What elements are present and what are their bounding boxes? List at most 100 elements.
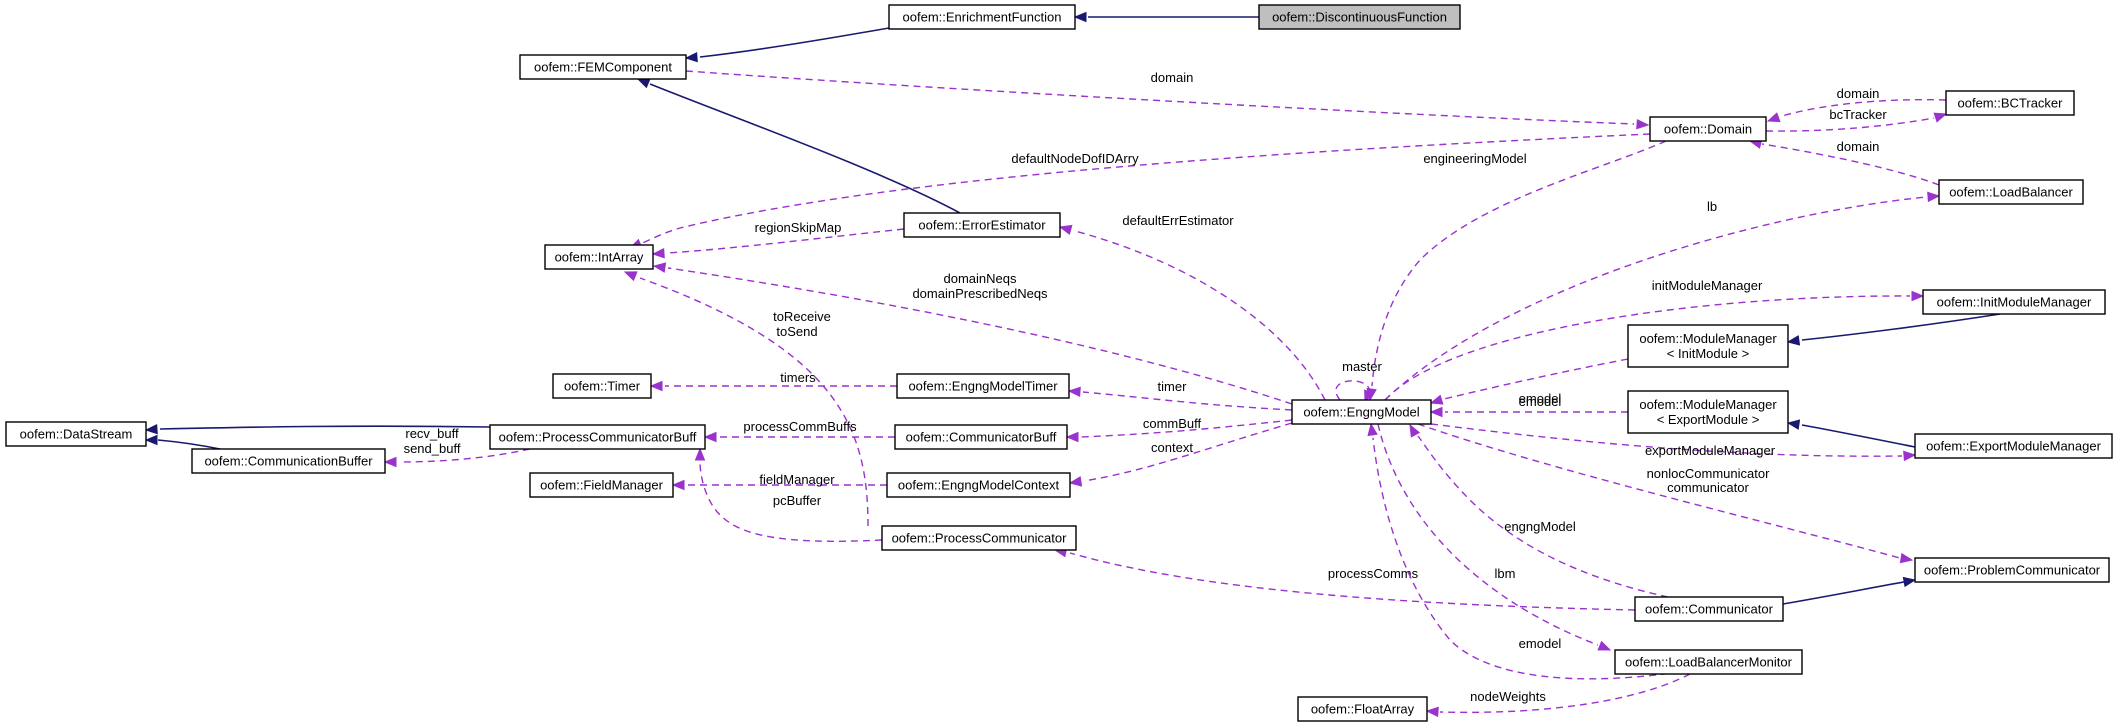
class-node-mminit[interactable]: oofem::ModuleManager< InitModule > (1627, 324, 1789, 368)
nodes-layer: oofem::DiscontinuousFunction oofem::Enric… (5, 4, 2113, 722)
class-node-engng[interactable]: oofem::EngngModel (1291, 399, 1432, 425)
edge-arrowhead (703, 431, 717, 443)
edge-initmm-engng: initModuleManager (1384, 278, 1925, 401)
node-label: oofem::EnrichmentFunction (903, 10, 1062, 25)
node-box[interactable] (903, 212, 1061, 238)
edge-datastream-combuffer (144, 434, 221, 450)
edge-domain-femcomp: domain (685, 70, 1650, 130)
class-node-domain[interactable]: oofem::Domain (1649, 116, 1767, 142)
class-node-combuffer[interactable]: oofem::CommunicationBuffer (191, 448, 386, 474)
edge-line (699, 27, 890, 58)
class-node-bctracker[interactable]: oofem::BCTracker (1945, 90, 2075, 116)
edge-label: defaultNodeDofIDArry (1011, 151, 1139, 166)
class-node-mmexport[interactable]: oofem::ModuleManager< ExportModule > (1627, 390, 1789, 434)
edge-engng-lbmonitor: emodel (1367, 422, 1681, 680)
class-node-emcontext[interactable]: oofem::EngngModelContext (886, 472, 1071, 498)
class-node-interr[interactable]: oofem::IntArray (544, 244, 654, 270)
node-box[interactable] (1914, 557, 2110, 583)
edge-arrowhead (144, 434, 158, 446)
class-node-communicator[interactable]: oofem::Communicator (1634, 596, 1784, 622)
class-node-proccomm[interactable]: oofem::ProcessCommunicator (881, 525, 1077, 551)
node-box[interactable] (1634, 596, 1784, 622)
node-box[interactable] (881, 525, 1077, 551)
class-node-discfn[interactable]: oofem::DiscontinuousFunction (1258, 4, 1461, 30)
edge-domain-bctracker: domain (1766, 86, 1947, 123)
node-box[interactable] (896, 373, 1070, 399)
node-box[interactable] (1914, 433, 2113, 459)
edge-label: timers (780, 370, 816, 385)
edge-label: domain (1151, 70, 1194, 85)
edge-engng-mmexport: emodel (1429, 394, 1628, 418)
edge-arrowhead (652, 262, 667, 273)
class-node-loadbal[interactable]: oofem::LoadBalancer (1938, 179, 2084, 205)
node-label: oofem::ModuleManager (1639, 331, 1777, 346)
node-box[interactable] (1945, 90, 2075, 116)
node-box[interactable] (5, 421, 147, 447)
edges-layer: domaindomainbcTrackerdomaindefaultNodeDo… (144, 11, 2001, 718)
node-box[interactable] (1627, 390, 1789, 434)
edge-line (1430, 423, 1903, 457)
node-box[interactable] (489, 424, 706, 450)
edge-line (1801, 424, 1916, 448)
node-box[interactable] (544, 244, 654, 270)
node-label: oofem::CommunicationBuffer (204, 454, 373, 469)
node-box[interactable] (894, 424, 1068, 450)
edge-label: domainPrescribedNeqs (912, 286, 1048, 301)
edge-arrowhead (1766, 112, 1781, 123)
edge-label: domain (1837, 86, 1880, 101)
edge-line (1782, 579, 1916, 605)
class-node-enrich[interactable]: oofem::EnrichmentFunction (888, 4, 1076, 30)
node-box[interactable] (1649, 116, 1767, 142)
node-label: oofem::DataStream (20, 427, 133, 442)
class-node-emtimer[interactable]: oofem::EngngModelTimer (896, 373, 1070, 399)
edge-line (1377, 423, 1599, 646)
class-node-floatarr[interactable]: oofem::FloatArray (1297, 696, 1428, 722)
edge-label: recv_buff (405, 426, 459, 441)
node-box[interactable] (1291, 399, 1432, 425)
edge-label: emodel (1519, 391, 1562, 406)
edge-line (1080, 419, 1293, 438)
class-node-femcomp[interactable]: oofem::FEMComponent (519, 54, 687, 80)
node-box[interactable] (191, 448, 386, 474)
class-node-errest[interactable]: oofem::ErrorEstimator (903, 212, 1061, 238)
class-node-lbmonitor[interactable]: oofem::LoadBalancerMonitor (1614, 649, 1803, 675)
edge-label: commBuff (1143, 416, 1202, 431)
edge-label: exportModuleManager (1645, 443, 1776, 458)
class-node-fieldmgr[interactable]: oofem::FieldManager (529, 472, 674, 498)
node-box[interactable] (552, 373, 652, 399)
class-node-commbuff[interactable]: oofem::CommunicatorBuff (894, 424, 1068, 450)
edge-arrowhead (1425, 706, 1439, 718)
edge-timer-emtimer: timers (649, 370, 897, 392)
node-box[interactable] (529, 472, 674, 498)
edge-label: pcBuffer (773, 493, 822, 508)
edge-line (639, 133, 1651, 245)
class-node-probcomm[interactable]: oofem::ProblemCommunicator (1914, 557, 2110, 583)
class-node-initmm[interactable]: oofem::InitModuleManager (1922, 289, 2106, 315)
node-box[interactable] (1614, 649, 1803, 675)
node-box[interactable] (1922, 289, 2106, 315)
edge-line (685, 70, 1635, 125)
edge-communicator-probcomm (1782, 576, 1917, 605)
edge-arrowhead (1429, 394, 1444, 405)
node-label: oofem::FloatArray (1311, 702, 1415, 717)
edge-engng-communicator: engngModel (1409, 423, 1669, 598)
class-node-exportmm[interactable]: oofem::ExportModuleManager (1914, 433, 2113, 459)
node-box[interactable] (1297, 696, 1428, 722)
node-label: oofem::DiscontinuousFunction (1272, 10, 1447, 25)
class-node-datastream[interactable]: oofem::DataStream (5, 421, 147, 447)
node-box[interactable] (1258, 4, 1461, 30)
node-label: oofem::EngngModel (1303, 405, 1419, 420)
edge-loadbal-engng: lb (1384, 191, 1941, 401)
edge-label: master (1342, 359, 1382, 374)
node-box[interactable] (1627, 324, 1789, 368)
edge-label: context (1151, 440, 1193, 455)
class-node-pcbuff[interactable]: oofem::ProcessCommunicatorBuff (489, 424, 706, 450)
class-node-timer[interactable]: oofem::Timer (552, 373, 652, 399)
node-box[interactable] (1938, 179, 2084, 205)
node-box[interactable] (519, 54, 687, 80)
node-box[interactable] (888, 4, 1076, 30)
node-box[interactable] (886, 472, 1071, 498)
edge-label: defaultErrEstimator (1122, 213, 1234, 228)
